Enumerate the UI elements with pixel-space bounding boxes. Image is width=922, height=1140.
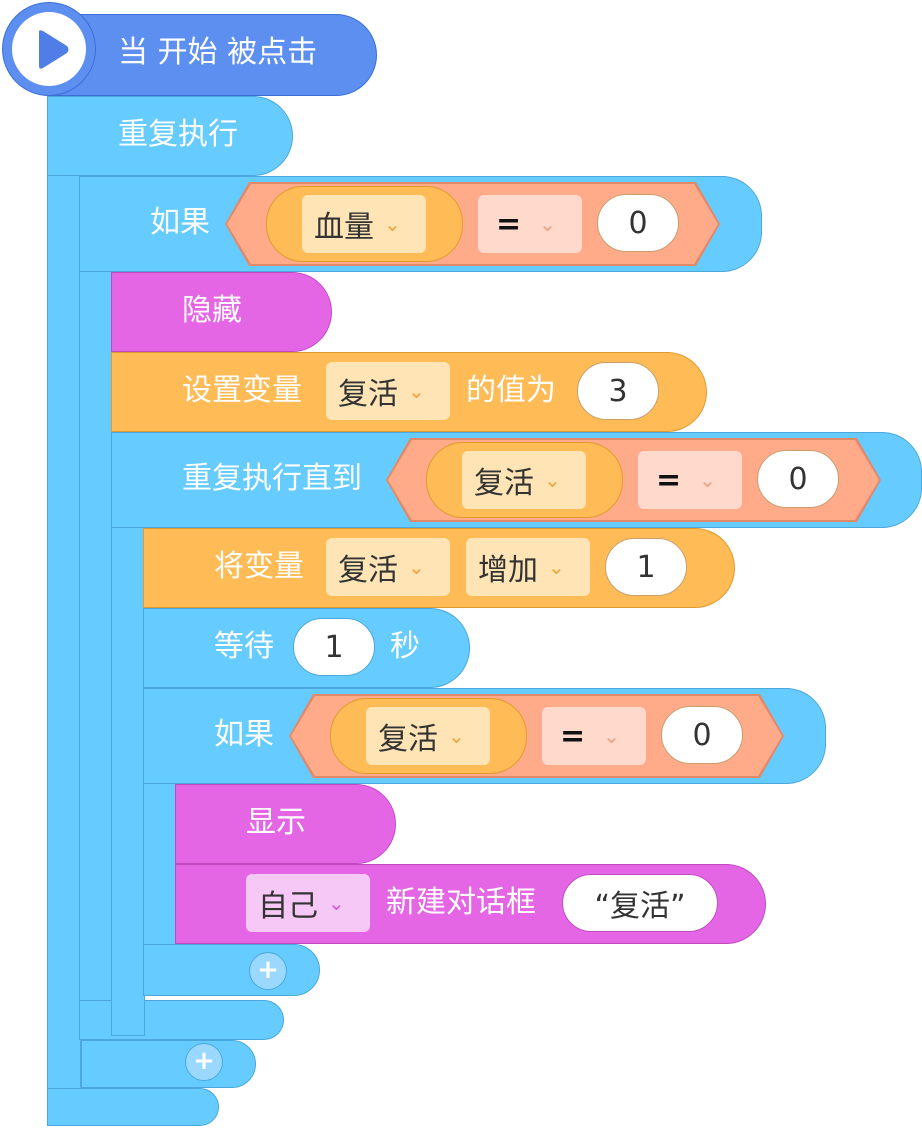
if2-operator-dropdown[interactable]: = ⌄ bbox=[542, 707, 646, 765]
wait-value-input[interactable]: 1 bbox=[293, 618, 375, 676]
if2-variable-dropdown[interactable]: 复活 ⌄ bbox=[366, 707, 490, 765]
if2-operator-text: = bbox=[560, 718, 586, 754]
if1-footer[interactable] bbox=[79, 1000, 284, 1040]
set-variable-value-input[interactable]: 3 bbox=[577, 362, 659, 420]
change-variable-label: 将变量 bbox=[214, 549, 304, 584]
chevron-down-icon: ⌄ bbox=[539, 212, 556, 236]
if2-value-input[interactable]: 0 bbox=[661, 706, 743, 764]
event-hat-block[interactable] bbox=[47, 14, 377, 96]
chevron-down-icon: ⌄ bbox=[548, 555, 565, 579]
forever-add-button[interactable]: + bbox=[185, 1043, 223, 1081]
repeat-until-operator-dropdown[interactable]: = ⌄ bbox=[638, 451, 742, 509]
chevron-down-icon: ⌄ bbox=[544, 468, 561, 492]
show-block[interactable] bbox=[175, 784, 396, 864]
chevron-down-icon: ⌄ bbox=[699, 468, 716, 492]
change-variable-text: 复活 bbox=[338, 553, 398, 588]
if1-operator-text: = bbox=[496, 206, 522, 242]
chevron-down-icon: ⌄ bbox=[384, 212, 401, 236]
say-target-dropdown[interactable]: 自己 ⌄ bbox=[246, 874, 370, 932]
if2-label: 如果 bbox=[214, 717, 274, 752]
if2-variable-text: 复活 bbox=[378, 722, 438, 757]
forever-label: 重复执行 bbox=[118, 117, 238, 152]
chevron-down-icon: ⌄ bbox=[328, 891, 345, 915]
forever-block[interactable] bbox=[47, 96, 81, 1126]
chevron-down-icon: ⌄ bbox=[408, 379, 425, 403]
forever-footer[interactable] bbox=[47, 1088, 219, 1126]
event-label: 当 开始 被点击 bbox=[118, 35, 318, 70]
say-text-input[interactable]: “复活” bbox=[562, 874, 718, 932]
show-label: 显示 bbox=[246, 805, 306, 840]
change-variable-dropdown[interactable]: 复活 ⌄ bbox=[326, 538, 450, 596]
repeat-until-operator-text: = bbox=[656, 462, 682, 498]
set-variable-label: 设置变量 bbox=[182, 373, 302, 408]
repeat-until-label: 重复执行直到 bbox=[182, 461, 362, 496]
if1-label: 如果 bbox=[150, 205, 210, 240]
repeat-until-block[interactable] bbox=[111, 432, 145, 1036]
repeat-until-variable-text: 复活 bbox=[474, 466, 534, 501]
change-mode-text: 增加 bbox=[478, 553, 538, 588]
say-label: 新建对话框 bbox=[386, 885, 536, 920]
forever-add-strip bbox=[81, 1040, 256, 1088]
wait-unit-label: 秒 bbox=[390, 629, 420, 664]
if2-add-button[interactable]: + bbox=[249, 952, 287, 990]
chevron-down-icon: ⌄ bbox=[408, 555, 425, 579]
if1-variable-dropdown[interactable]: 血量 ⌄ bbox=[302, 195, 426, 253]
chevron-down-icon: ⌄ bbox=[603, 724, 620, 748]
if1-block[interactable] bbox=[79, 176, 113, 1040]
forever-header[interactable] bbox=[47, 96, 293, 176]
wait-label: 等待 bbox=[214, 629, 274, 664]
set-variable-text: 复活 bbox=[338, 377, 398, 412]
chevron-down-icon: ⌄ bbox=[448, 724, 465, 748]
if1-variable-text: 血量 bbox=[314, 210, 374, 245]
change-variable-value-input[interactable]: 1 bbox=[605, 538, 687, 596]
set-variable-dropdown[interactable]: 复活 ⌄ bbox=[326, 362, 450, 420]
play-icon bbox=[39, 30, 69, 69]
hide-block[interactable] bbox=[111, 272, 332, 352]
set-variable-mid-label: 的值为 bbox=[466, 373, 556, 408]
hide-label: 隐藏 bbox=[182, 293, 242, 328]
repeat-until-value-input[interactable]: 0 bbox=[757, 450, 839, 508]
play-icon-circle[interactable] bbox=[12, 12, 86, 86]
repeat-until-variable-dropdown[interactable]: 复活 ⌄ bbox=[462, 451, 586, 509]
say-target-text: 自己 bbox=[258, 889, 318, 924]
if1-value-input[interactable]: 0 bbox=[597, 194, 679, 252]
if2-footer[interactable] bbox=[143, 944, 320, 996]
if1-operator-dropdown[interactable]: = ⌄ bbox=[478, 195, 582, 253]
change-mode-dropdown[interactable]: 增加 ⌄ bbox=[466, 538, 590, 596]
